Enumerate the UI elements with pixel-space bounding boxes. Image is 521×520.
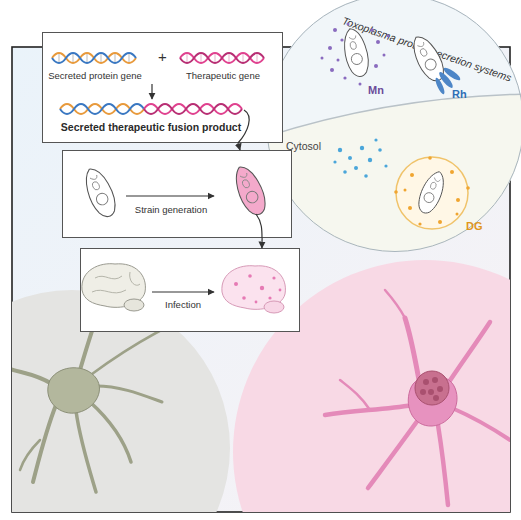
engineered-parasite (229, 162, 271, 218)
neuron-body (48, 368, 100, 413)
leader-line (238, 110, 249, 143)
fusion-dna (60, 104, 242, 114)
node-text: Secreted protein gene (45, 71, 145, 82)
organelle-label: Mn (368, 84, 384, 96)
fusion-arrow (151, 84, 152, 99)
parasite-dense-granules (415, 168, 448, 216)
strain-generation-box: Strain generation (62, 150, 292, 238)
tissue-cyst (415, 371, 449, 405)
rhoptry-organelles (434, 66, 462, 95)
parental-parasite (79, 164, 121, 220)
cyst-bradyzoites (420, 377, 443, 401)
secreted-protein-dna (52, 53, 136, 63)
organelle-label: DG (466, 220, 483, 232)
gene-fusion-box: Secreted protein gene Therapeutic geneSec… (42, 32, 283, 143)
cytosol-region (262, 94, 521, 260)
flow-arrow (238, 143, 240, 150)
parasite-micronemes (339, 26, 373, 79)
node-text: Therapeutic gene (173, 71, 273, 82)
infection-arrow (152, 291, 214, 292)
organelle-label: Rh (452, 88, 467, 100)
microneme-dots (321, 23, 390, 86)
uninfected-brain (82, 264, 146, 311)
secreted-protein-dots (333, 138, 387, 177)
flow-arrow (261, 238, 262, 248)
node-text: Strain generation (116, 205, 226, 216)
dense-granule-dots (394, 156, 470, 225)
infected-brain (222, 266, 286, 313)
leader-line (256, 214, 262, 238)
infected-neuron (325, 290, 510, 505)
secretion-systems-circle: Toxoplasma protein secretion systems (266, 0, 521, 252)
node-text: Secreted therapeutic fusion product (51, 121, 251, 133)
node-text: Infection (143, 300, 223, 311)
vacuole-membrane (262, 94, 521, 138)
circle-title: Toxoplasma protein secretion systems (330, 11, 521, 88)
parasite-rhoptries (406, 32, 449, 85)
infection-box: Infection (80, 248, 300, 332)
therapeutic-dna (180, 53, 264, 63)
strain-arrow (126, 195, 214, 196)
parasitophorous-vacuole (396, 157, 468, 229)
